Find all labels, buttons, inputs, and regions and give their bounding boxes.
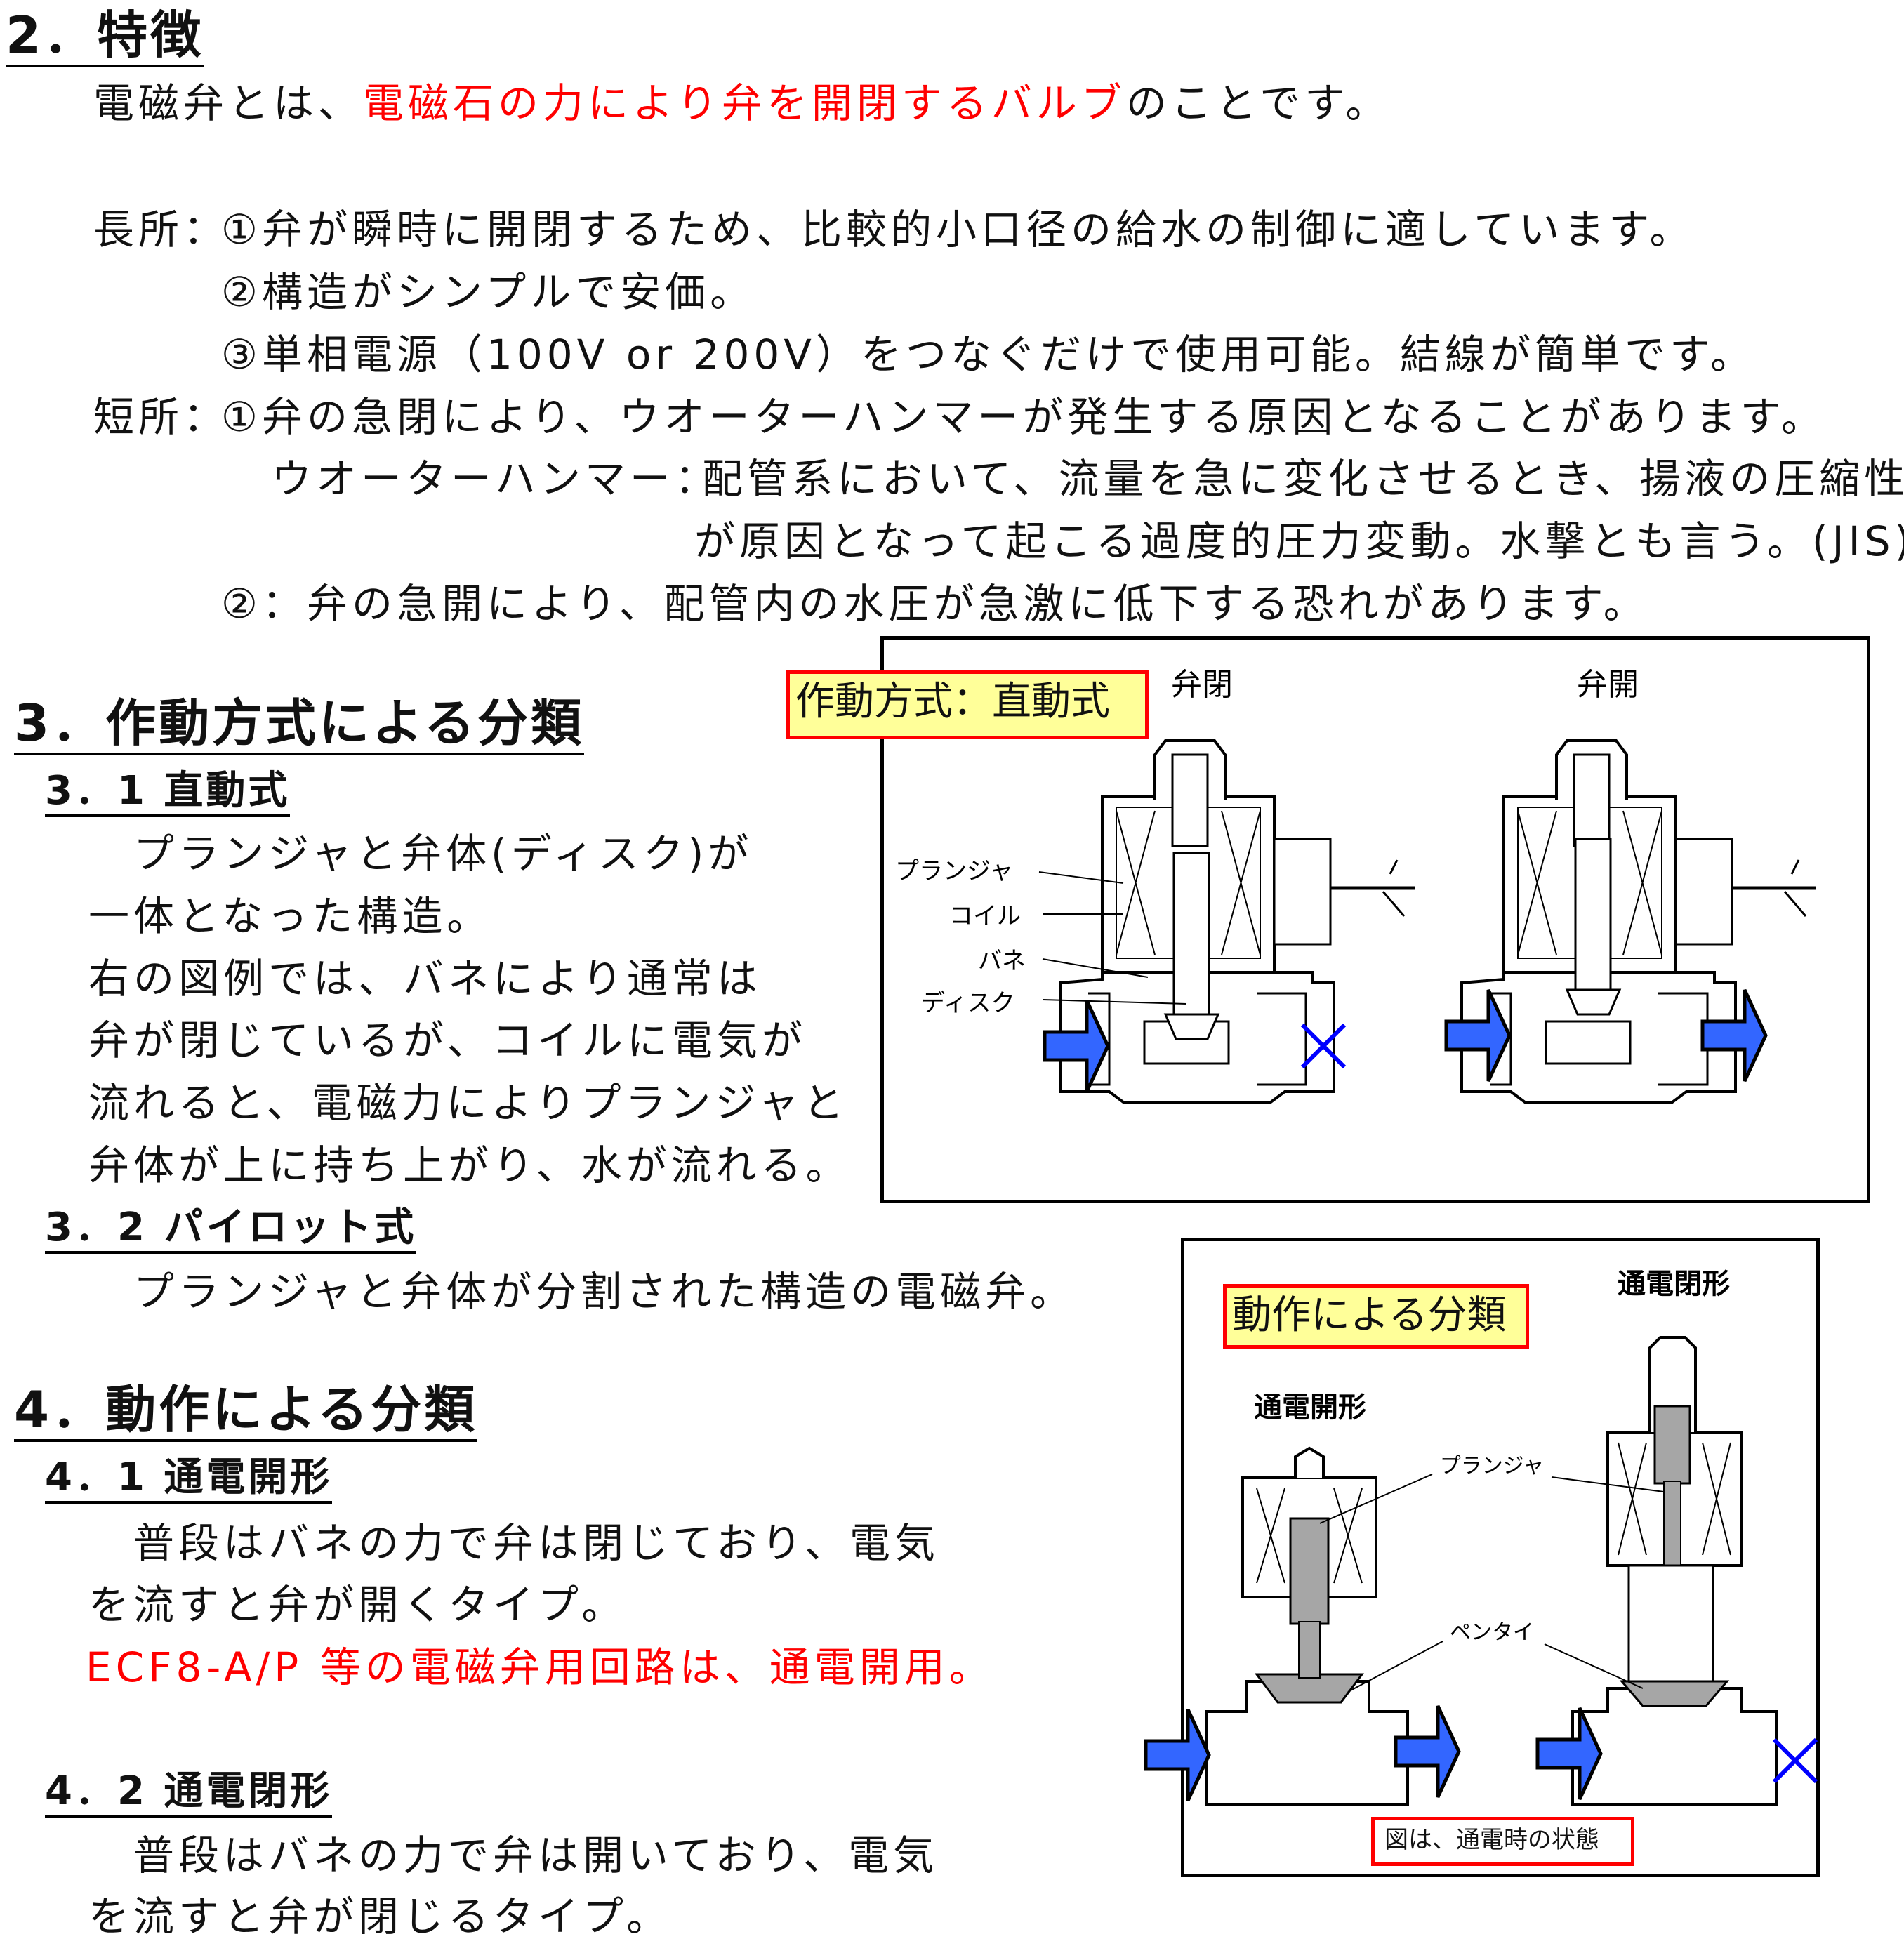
inflow-arrow-icon <box>1146 1709 1209 1801</box>
section-4-2-heading: 4．2 通電閉形 <box>45 1768 333 1818</box>
con-item-1: ①弁の急閉により、ウオーターハンマーが発生する原因となることがあります。 <box>221 393 1826 441</box>
s31-line-3: 右の図例では、バネにより通常は <box>88 955 762 1002</box>
s42-line-1: 普段はバネの力で弁は開いており、電気 <box>133 1832 939 1879</box>
s41-line-2: を流すと弁が開くタイプ。 <box>88 1581 627 1629</box>
s31-line-6: 弁体が上に持ち上がり、水が流れる。 <box>88 1141 851 1189</box>
section-3-1-heading: 3．1 直動式 <box>45 768 291 817</box>
label-pentai: ペンタイ <box>1450 1620 1534 1645</box>
section-4-heading: 4．動作による分類 <box>14 1380 477 1442</box>
label-plunger-2: プランジャ <box>1440 1454 1545 1478</box>
normally-closed-energized-diagram <box>1205 1446 1409 1806</box>
s42-line-2: を流すと弁が閉じるタイプ。 <box>88 1893 672 1940</box>
intro-pre: 電磁弁とは、 <box>93 79 364 127</box>
label-disc: ディスク <box>921 989 1015 1017</box>
intro-text: 電磁弁とは、電磁石の力により弁を開閉するバルブのことです。 <box>93 79 1390 128</box>
valve-open-diagram <box>1462 741 1816 1102</box>
label-spring: バネ <box>978 947 1026 975</box>
normally-open-energized-diagram <box>1571 1336 1778 1806</box>
intro-highlight: 電磁石の力により弁を開閉するバルブ <box>363 79 1126 127</box>
s31-line-5: 流れると、電磁力によりプランジャと <box>88 1079 848 1127</box>
section-3-2-heading: 3．2 パイロット式 <box>45 1205 417 1254</box>
pro-item-3: ③単相電源（100V or 200V）をつなぐだけで使用可能。結線が簡単です。 <box>221 331 1756 378</box>
label-plunger: プランジャ <box>895 857 1013 885</box>
s31-line-1: プランジャと弁体(ディスク)が <box>133 830 753 878</box>
open-title: 弁開 <box>1577 667 1639 703</box>
closed-title: 弁閉 <box>1171 667 1233 703</box>
disc-shape <box>1163 1013 1220 1040</box>
label-coil: コイル <box>949 902 1021 930</box>
con-item-2: ②：弁の急開により、配管内の水圧が急激に低下する恐れがあります。 <box>221 580 1648 628</box>
normally-closed-title: 通電開形 <box>1254 1391 1366 1424</box>
figure1-leader-lines <box>1038 871 1187 1005</box>
operation-classification-tag: 動作による分類 <box>1223 1284 1529 1349</box>
figure-operation-frame <box>1181 1238 1820 1877</box>
section-2-heading: 2．特徴 <box>6 6 204 67</box>
water-hammer-definition-1: 配管系において、流量を急に変化させるとき、揚液の圧縮性 <box>702 455 1904 503</box>
pro-item-1: ①弁が瞬時に開閉するため、比較的小口径の給水の制御に適しています。 <box>221 206 1695 253</box>
water-hammer-term: ウオーターハンマー： <box>271 455 720 503</box>
water-hammer-definition-2: が原因となって起こる過度的圧力変動。水撃とも言う。(JIS) <box>694 517 1904 565</box>
s32-line: プランジャと弁体が分割された構造の電磁弁。 <box>133 1268 1076 1316</box>
s41-note: ECF8-A/P 等の電磁弁用回路は、通電開用。 <box>86 1643 994 1691</box>
figure-caption: 図は、通電時の状態 <box>1371 1817 1634 1866</box>
s41-line-1: 普段はバネの力で弁は閉じており、電気 <box>133 1519 939 1567</box>
figure2-leader-lines <box>1319 1474 1665 1693</box>
pros-label: 長所： <box>93 206 229 253</box>
normally-open-title: 通電閉形 <box>1618 1268 1730 1300</box>
intro-post: のことです。 <box>1125 79 1391 127</box>
s31-line-4: 弁が閉じているが、コイルに電気が <box>88 1017 807 1064</box>
section-3-heading: 3．作動方式による分類 <box>14 694 584 755</box>
blocked-cross-icon <box>1774 1740 1816 1782</box>
pro-item-2: ②構造がシンプルで安価。 <box>221 268 755 316</box>
plunger-shape <box>1172 852 1210 1016</box>
s31-line-2: 一体となった構造。 <box>88 892 492 940</box>
section-4-1-heading: 4．1 通電開形 <box>45 1455 333 1504</box>
direct-acting-tag: 作動方式：直動式 <box>786 670 1149 739</box>
figure-direct-acting-frame <box>880 636 1870 1203</box>
cons-label: 短所： <box>93 393 229 441</box>
valve-closed-diagram <box>1060 741 1415 1102</box>
